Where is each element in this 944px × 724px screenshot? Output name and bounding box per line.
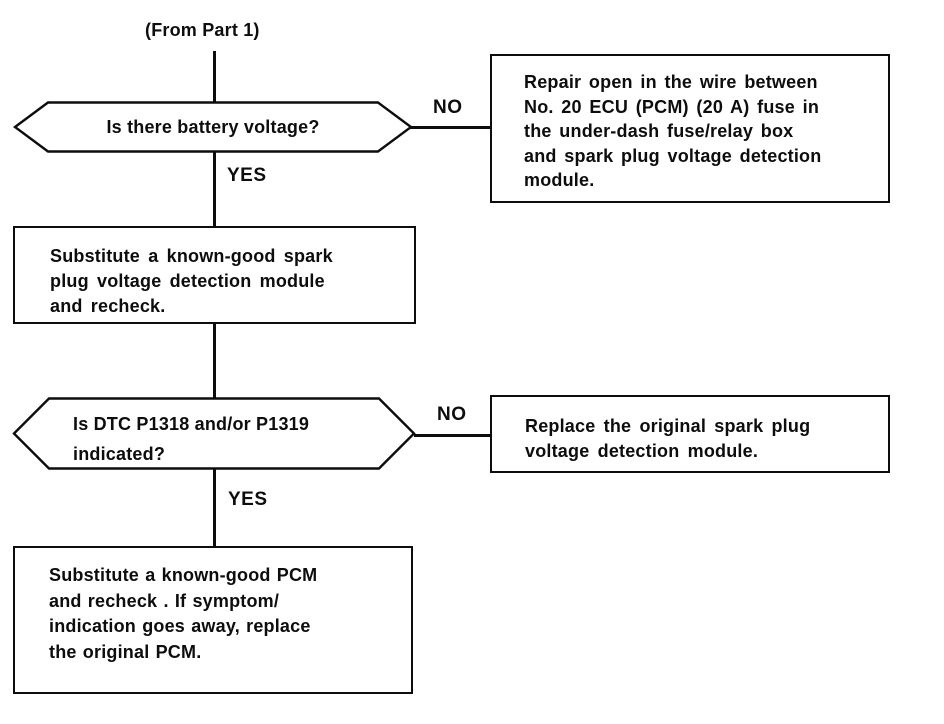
action-box-substitute-pcm: Substitute a known-good PCM and recheck … <box>13 546 413 694</box>
connector-box2-to-decision2 <box>213 322 216 399</box>
decision1-question: Is there battery voltage? <box>106 116 320 137</box>
decision1-hexagon <box>13 101 413 153</box>
action-box-repair-wire: Repair open in the wire between No. 20 E… <box>490 54 890 203</box>
connector-decision2-yes-line <box>213 468 216 548</box>
decision2-question: Is DTC P1318 and/or P1319 indicated? <box>73 414 310 464</box>
connector-decision2-no-line <box>414 434 493 437</box>
connector-entry-to-decision1 <box>213 51 216 103</box>
decision1-yes-label: YES <box>227 165 267 186</box>
action-box-replace-module: Replace the original spark plug voltage … <box>490 395 890 473</box>
decision2-yes-label: YES <box>228 489 268 510</box>
connector-decision1-yes-line <box>213 151 216 229</box>
decision1-no-label: NO <box>433 97 463 118</box>
decision1-hexagon-shape <box>13 101 413 153</box>
decision2-hexagon-shape <box>12 397 416 470</box>
decision2-hexagon <box>12 397 416 470</box>
entry-from-part1-label: (From Part 1) <box>145 20 260 40</box>
decision2-no-label: NO <box>437 404 467 425</box>
connector-decision1-no-line <box>410 126 493 129</box>
action-box-substitute-module: Substitute a known-good spark plug volta… <box>13 226 416 324</box>
